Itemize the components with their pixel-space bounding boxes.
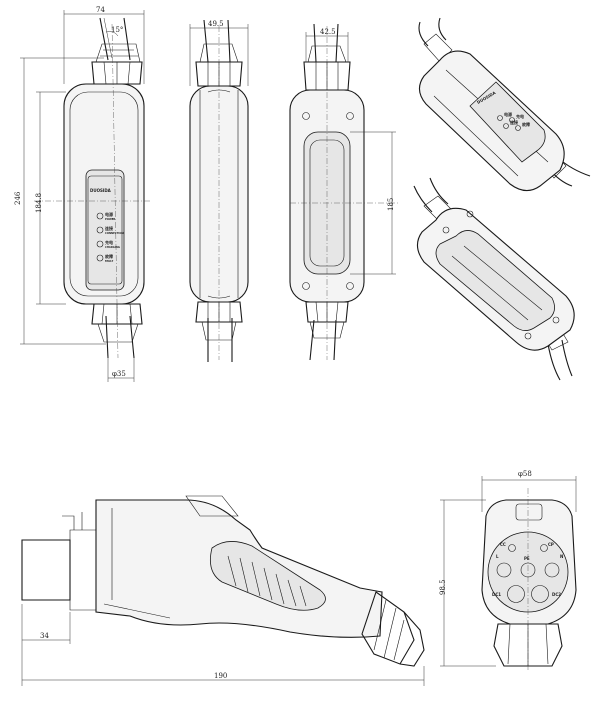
connector-pins: CC CP L PE N DC1 DC2 xyxy=(492,542,563,603)
dim-front-height-total: 246 xyxy=(14,191,22,205)
dim-back-height: 185 xyxy=(387,198,395,211)
plug-front-face: CC CP L PE N DC1 DC2 φ58 98.5 xyxy=(439,470,577,672)
iso-indicator-1: 电源 xyxy=(504,111,512,117)
plug-side-dimensions: 34 190 xyxy=(21,604,425,686)
dim-plug-face-height: 98.5 xyxy=(439,579,447,595)
back-dimensions: 42.5 185 xyxy=(305,28,396,275)
front-indicator-4-cn: 故障 xyxy=(105,253,113,259)
plug-face-dimensions: φ58 98.5 xyxy=(439,470,577,667)
isometric-back-view xyxy=(413,177,575,381)
dim-front-width: 74 xyxy=(96,6,105,14)
pin-cc: CC xyxy=(500,542,506,547)
isometric-front-view: DUOSIDA 电源 连接 充电 故障 xyxy=(418,17,591,192)
front-indicator-3-en: CHARGING xyxy=(105,245,120,249)
front-dimensions: 74 15° 246 184.8 φ35 xyxy=(14,6,145,382)
side-view: 49.5 xyxy=(189,19,249,362)
dim-back-width: 42.5 xyxy=(320,28,336,36)
front-indicators: 电源 POWER 连接 CONNECTION 充电 CHARGING 故障 FA… xyxy=(96,211,124,263)
front-view: DUOSIDA 电源 POWER 连接 CONNECTION 充电 CHARGI… xyxy=(14,6,150,382)
front-indicator-2-en: CONNECTION xyxy=(105,231,124,235)
dim-cable-diameter: φ35 xyxy=(112,370,126,378)
front-indicator-3-cn: 充电 xyxy=(105,239,113,245)
front-indicator-2-cn: 连接 xyxy=(105,225,113,231)
pin-dc2: DC2 xyxy=(552,592,561,597)
front-brand-label: DUOSIDA xyxy=(90,188,112,193)
pin-n: N xyxy=(560,554,563,559)
iso-indicator-4: 故障 xyxy=(522,121,530,127)
front-indicator-1-en: POWER xyxy=(105,217,115,221)
dim-plug-length: 190 xyxy=(214,672,227,680)
pin-l: L xyxy=(496,554,499,559)
iso-indicator-3: 充电 xyxy=(516,113,524,119)
plug-side-view: 34 190 xyxy=(21,495,425,686)
iso-indicator-2: 连接 xyxy=(510,119,518,125)
pin-cp: CP xyxy=(548,542,554,547)
pin-dc1: DC1 xyxy=(492,592,501,597)
front-indicator-1-cn: 电源 xyxy=(105,211,113,217)
dim-plug-nose-length: 34 xyxy=(40,632,49,640)
side-dimensions: 49.5 xyxy=(189,20,249,86)
pin-pe: PE xyxy=(524,556,530,561)
front-indicator-4-en: FAULT xyxy=(105,259,113,263)
dim-angle: 15° xyxy=(111,26,123,34)
dim-front-height-body: 184.8 xyxy=(35,193,43,213)
back-view: 42.5 185 xyxy=(289,23,400,361)
dim-side-width: 49.5 xyxy=(208,20,224,28)
dim-plug-face-width: φ58 xyxy=(518,470,532,478)
